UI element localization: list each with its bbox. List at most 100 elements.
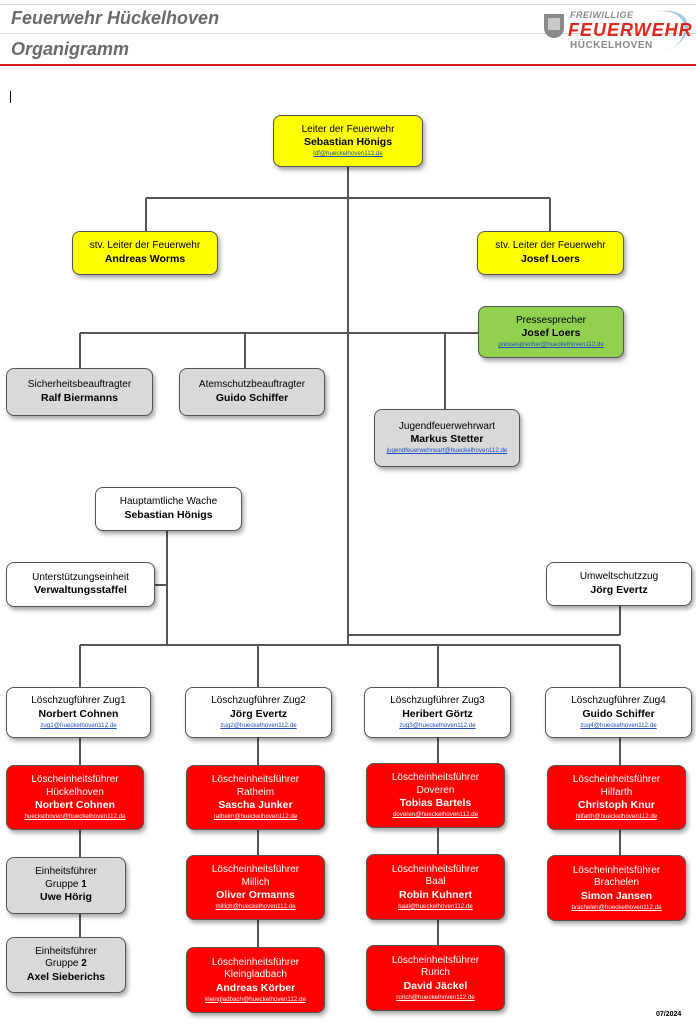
role-label: Leiter der Feuerwehr — [301, 123, 395, 135]
email-link[interactable]: brachelen@hueckelhoven112.de — [571, 903, 662, 911]
logo-text-line1: FREIWILLIGE — [570, 10, 634, 20]
crest-icon — [544, 14, 564, 38]
logo-text-line2: FEUERWEHR — [568, 20, 693, 40]
role-label: Umweltschutzzug — [579, 571, 659, 583]
box-stv-leiter-1: stv. Leiter der Feuerwehr Andreas Worms — [72, 231, 218, 275]
box-le-hueckelhoven: Löscheinheitsführer Hückelhoven Norbert … — [6, 765, 144, 830]
group-number: 1 — [81, 878, 87, 890]
group-label: Gruppe 1 — [45, 879, 87, 892]
box-atemschutzbeauftragter: Atemschutzbeauftragter Guido Schiffer — [179, 368, 325, 416]
email-link[interactable]: hueckelhoven@hueckelhoven112.de — [24, 813, 126, 821]
role-label: Unterstützungseinheit — [32, 571, 129, 583]
email-link[interactable]: zug2@hueckelhoven112.de — [220, 721, 297, 729]
box-hauptamtliche-wache: Hauptamtliche Wache Sebastian Hönigs — [95, 487, 242, 531]
role-label: Löscheinheitsführer — [572, 774, 661, 786]
person-name: David Jäckel — [403, 979, 468, 992]
email-link[interactable]: zug1@hueckelhoven112.de — [40, 721, 117, 729]
person-name: Robin Kuhnert — [399, 888, 472, 901]
box-le-ratheim: Löscheinheitsführer Ratheim Sascha Junke… — [186, 765, 325, 830]
role-label: stv. Leiter der Feuerwehr — [89, 240, 201, 252]
role-label: Löscheinheitsführer — [391, 954, 480, 966]
email-link[interactable]: ratheim@hueckelhoven112.de — [213, 813, 298, 821]
box-zug1: Löschzugführer Zug1 Norbert Cohnen zug1@… — [6, 687, 151, 738]
person-name: Sebastian Hönigs — [303, 136, 393, 149]
group-number: 2 — [81, 958, 87, 970]
person-name: Simon Jansen — [580, 889, 653, 902]
person-name: Oliver Ormanns — [216, 889, 295, 902]
person-name: Norbert Cohnen — [35, 799, 115, 812]
email-link[interactable]: zug3@hueckelhoven112.de — [399, 721, 476, 729]
role-label: Einheitsführer — [35, 945, 97, 957]
place-label: Kleingladbach — [224, 969, 287, 981]
role-label: Sicherheitsbeauftragter — [27, 379, 132, 391]
place-label: Hückelhoven — [46, 786, 104, 798]
box-zug3: Löschzugführer Zug3 Heribert Görtz zug3@… — [364, 687, 511, 738]
person-name: Guido Schiffer — [215, 391, 289, 404]
email-link[interactable]: pressesprecher@hueckelhoven112.de — [498, 341, 604, 349]
role-label: Löschzugführer Zug3 — [390, 695, 485, 707]
box-le-brachelen: Löscheinheitsführer Brachelen Simon Jans… — [547, 855, 686, 921]
box-gruppe-2: Einheitsführer Gruppe 2 Axel Sieberichs — [6, 937, 126, 993]
role-label: Pressesprecher — [515, 314, 587, 326]
header-subtitle: Organigramm — [11, 39, 130, 59]
group-text: Gruppe — [45, 958, 79, 970]
person-name: Heribert Görtz — [402, 707, 473, 720]
person-name: Jörg Evertz — [590, 583, 648, 596]
box-leiter: Leiter der Feuerwehr Sebastian Hönigs ld… — [273, 115, 423, 167]
person-name: Markus Stetter — [410, 433, 484, 446]
place-label: Millich — [241, 876, 270, 888]
role-label: Löschzugführer Zug2 — [211, 695, 306, 707]
person-name: Verwaltungsstaffel — [34, 584, 127, 597]
page-header: Feuerwehr Hückelhoven Organigramm FREIWI… — [0, 0, 696, 66]
role-label: Einheitsführer — [35, 866, 97, 878]
role-label: stv. Leiter der Feuerwehr — [495, 240, 606, 252]
place-label: Brachelen — [593, 877, 640, 889]
person-name: Jörg Evertz — [229, 707, 288, 720]
person-name: Sebastian Hönigs — [124, 508, 213, 521]
email-link[interactable]: baal@hueckelhoven112.de — [398, 902, 473, 910]
box-unterstuetzungseinheit: Unterstützungseinheit Verwaltungsstaffel — [6, 562, 155, 607]
email-link[interactable]: zug4@hueckelhoven112.de — [580, 721, 657, 729]
person-name: Josef Loers — [521, 252, 580, 265]
role-label: Jugendfeuerwehrwart — [398, 420, 496, 432]
role-label: Löscheinheitsführer — [211, 774, 300, 786]
box-jugendfeuerwehrwart: Jugendfeuerwehrwart Markus Stetter jugen… — [374, 409, 520, 467]
header-red-rule — [0, 64, 696, 66]
role-label: Löscheinheitsführer — [211, 956, 300, 968]
role-label: Hauptamtliche Wache — [119, 496, 218, 508]
fire-department-logo: FREIWILLIGE FEUERWEHR HÜCKELHOVEN — [540, 3, 695, 61]
role-label: Löscheinheitsführer — [572, 864, 661, 876]
role-label: Löscheinheitsführer — [391, 863, 480, 875]
box-le-hilfarth: Löscheinheitsführer Hilfarth Christoph K… — [547, 765, 686, 830]
email-link[interactable]: hilfarth@hueckelhoven112.de — [575, 813, 658, 821]
box-zug4: Löschzugführer Zug4 Guido Schiffer zug4@… — [545, 687, 692, 738]
person-name: Christoph Knur — [578, 799, 655, 812]
group-text: Gruppe — [45, 878, 79, 890]
logo-text-line3: HÜCKELHOVEN — [570, 40, 653, 51]
header-top-rule — [0, 4, 696, 5]
person-name: Ralf Biermanns — [40, 391, 119, 404]
person-name: Sascha Junker — [218, 799, 293, 812]
email-link[interactable]: ldf@hueckelhoven112.de — [313, 150, 383, 158]
box-le-rurich: Löscheinheitsführer Rurich David Jäckel … — [366, 945, 505, 1011]
header-title: Feuerwehr Hückelhoven — [11, 8, 220, 28]
place-label: Ratheim — [236, 786, 275, 798]
email-link[interactable]: doveren@hueckelhoven112.de — [392, 811, 479, 819]
email-link[interactable]: kleingladbach@hueckelhoven112.de — [205, 995, 306, 1003]
box-zug2: Löschzugführer Zug2 Jörg Evertz zug2@hue… — [185, 687, 332, 738]
text-cursor — [10, 91, 11, 103]
email-link[interactable]: millich@hueckelhoven112.de — [215, 903, 296, 911]
person-name: Guido Schiffer — [582, 707, 655, 720]
person-name: Josef Loers — [521, 327, 581, 340]
email-link[interactable]: jugendfeuerwehrwart@hueckelhoven112.de — [386, 447, 508, 455]
email-link[interactable]: rurich@hueckelhoven112.de — [396, 993, 475, 1001]
person-name: Andreas Körber — [215, 981, 296, 994]
box-sicherheitsbeauftragter: Sicherheitsbeauftragter Ralf Biermanns — [6, 368, 153, 416]
role-label: Löscheinheitsführer — [31, 774, 119, 786]
box-pressesprecher: Pressesprecher Josef Loers pressespreche… — [478, 306, 624, 358]
person-name: Norbert Cohnen — [38, 707, 119, 720]
box-le-kleingladbach: Löscheinheitsführer Kleingladbach Andrea… — [186, 947, 325, 1013]
box-stv-leiter-2: stv. Leiter der Feuerwehr Josef Loers — [477, 231, 624, 275]
footer-date: 07/2024 — [656, 1011, 682, 1018]
